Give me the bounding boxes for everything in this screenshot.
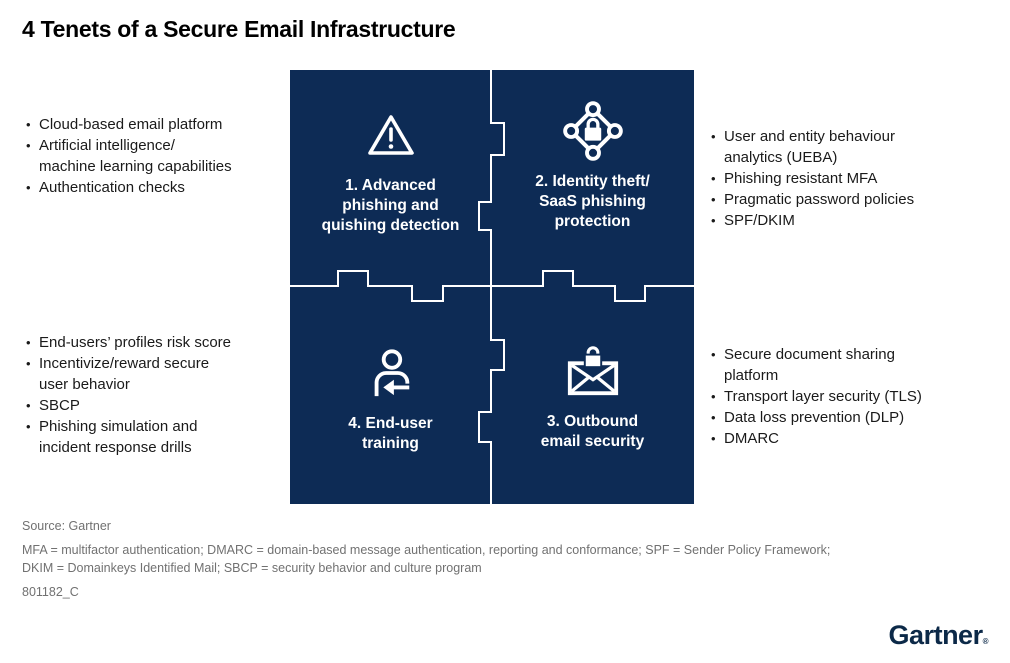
puzzle-diagram: 1. Advanced phishing and quishing detect… — [290, 70, 694, 504]
list-item: Secure document sharing platform — [710, 344, 990, 386]
list-item: Authentication checks — [25, 177, 287, 198]
quadrant-label: 3. Outbound email security — [540, 413, 645, 450]
list-item: Phishing simulation and incident respons… — [25, 416, 287, 458]
list-end-user-training: End-users’ profiles risk score Incentivi… — [25, 332, 287, 458]
list-item: Data loss prevention (DLP) — [710, 407, 990, 428]
quadrant-label: 1. Advanced phishing and quishing detect… — [321, 177, 460, 234]
list-item: Phishing resistant MFA — [710, 168, 990, 189]
quadrant-label: 4. End-user training — [348, 415, 433, 452]
registered-trademark-icon: ® — [982, 637, 989, 646]
identity-network-lock-icon — [561, 100, 625, 162]
list-item: User and entity behaviour analytics (UEB… — [710, 126, 990, 168]
list-item: Pragmatic password policies — [710, 189, 990, 210]
bullet-list: Cloud-based email platform Artificial in… — [25, 114, 287, 198]
quadrant-label: 2. Identity theft/ SaaS phishing protect… — [535, 173, 650, 230]
list-item: SPF/DKIM — [710, 210, 990, 231]
quadrant-advanced-phishing: 1. Advanced phishing and quishing detect… — [290, 70, 491, 286]
quadrant-end-user-training: 4. End-user training — [290, 286, 491, 504]
list-item: SBCP — [25, 395, 287, 416]
bullet-list: End-users’ profiles risk score Incentivi… — [25, 332, 287, 458]
gartner-logo-text: Gartner — [888, 620, 984, 650]
list-item: Transport layer security (TLS) — [710, 386, 990, 407]
list-advanced-phishing-detection: Cloud-based email platform Artificial in… — [25, 114, 287, 198]
bullet-list: User and entity behaviour analytics (UEB… — [710, 126, 990, 231]
footnote-text: MFA = multifactor authentication; DMARC … — [22, 543, 831, 575]
outbound-email-lock-icon — [563, 340, 623, 402]
list-item: Cloud-based email platform — [25, 114, 287, 135]
quadrant-identity-theft: 2. Identity theft/ SaaS phishing protect… — [491, 70, 694, 286]
page-title: 4 Tenets of a Secure Email Infrastructur… — [22, 16, 456, 42]
document-id: 801182_C — [22, 585, 79, 599]
list-item: DMARC — [710, 428, 990, 449]
end-user-training-icon — [365, 342, 417, 404]
list-item: Artificial intelligence/ machine learnin… — [25, 135, 287, 177]
list-outbound-email-security: Secure document sharing platform Transpo… — [710, 344, 990, 449]
quadrant-outbound-email: 3. Outbound email security — [491, 286, 694, 504]
puzzle-seam-lines — [290, 70, 694, 504]
warning-triangle-icon — [367, 104, 415, 166]
list-identity-theft-protection: User and entity behaviour analytics (UEB… — [710, 126, 990, 231]
list-item: End-users’ profiles risk score — [25, 332, 287, 353]
gartner-logo: Gartner® — [888, 620, 989, 651]
source-text: Source: Gartner — [22, 519, 111, 533]
list-item: Incentivize/reward secure user behavior — [25, 353, 287, 395]
bullet-list: Secure document sharing platform Transpo… — [710, 344, 990, 449]
